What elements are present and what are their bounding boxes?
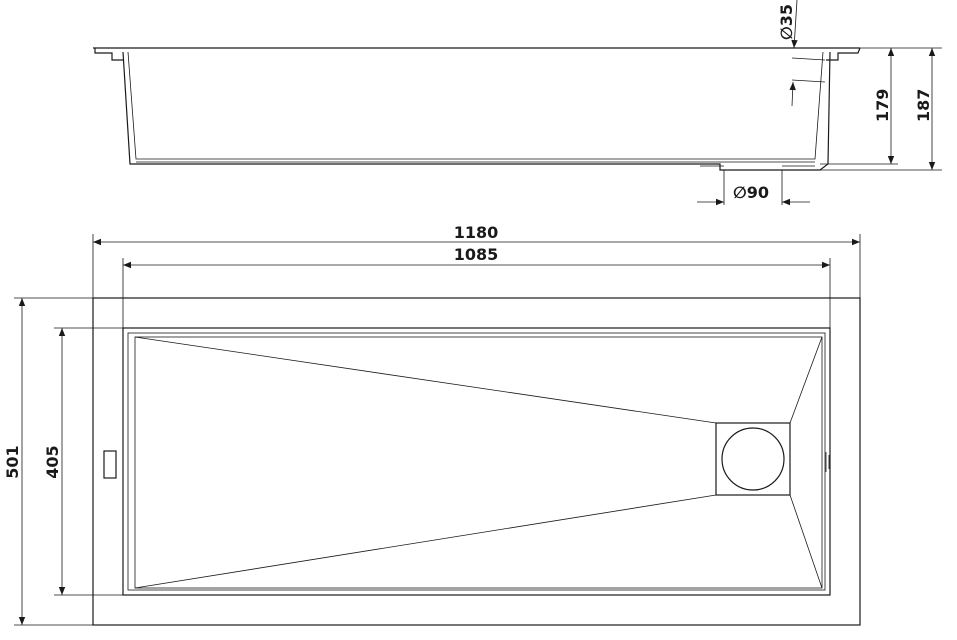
- drain-circle: [721, 427, 785, 491]
- bowl-outer-wall: [122, 51, 831, 171]
- width-ext-lines: [92, 234, 861, 328]
- sink-rim: [93, 47, 861, 61]
- overflow-dim-lines: [791, 57, 826, 83]
- top-view: 1180 1085 501 405: [3, 223, 861, 626]
- tap-hole-mark: [825, 452, 830, 472]
- bowl-depth-top-label: 405: [43, 445, 62, 478]
- overflow-arrow-bottom: [789, 81, 796, 107]
- sink-outline: [92, 297, 861, 626]
- overflow-arrow-top: [791, 0, 798, 49]
- overflow-diameter-label: ∅35: [777, 4, 796, 40]
- bowl-outline: [122, 327, 831, 596]
- depth-ext-lines-top: [14, 297, 123, 626]
- drain-square: [715, 422, 791, 496]
- bowl-inner-edge: [127, 332, 826, 591]
- side-view: ∅35 ∅90 179 187: [93, 0, 942, 206]
- bowl-width-label: 1085: [454, 245, 499, 264]
- bowl-bottom: [134, 336, 823, 589]
- total-depth-label: 187: [914, 89, 933, 122]
- bottom-hatch: [136, 161, 815, 167]
- drain-diameter-label: ∅90: [733, 183, 769, 202]
- bowl-inner-wall: [127, 51, 824, 160]
- overall-depth-label: 501: [3, 445, 22, 478]
- overall-width-label: 1180: [454, 223, 499, 242]
- overflow-slot: [103, 450, 117, 479]
- bowl-depth-label: 179: [873, 89, 892, 122]
- drain-slope-lines: [134, 336, 823, 589]
